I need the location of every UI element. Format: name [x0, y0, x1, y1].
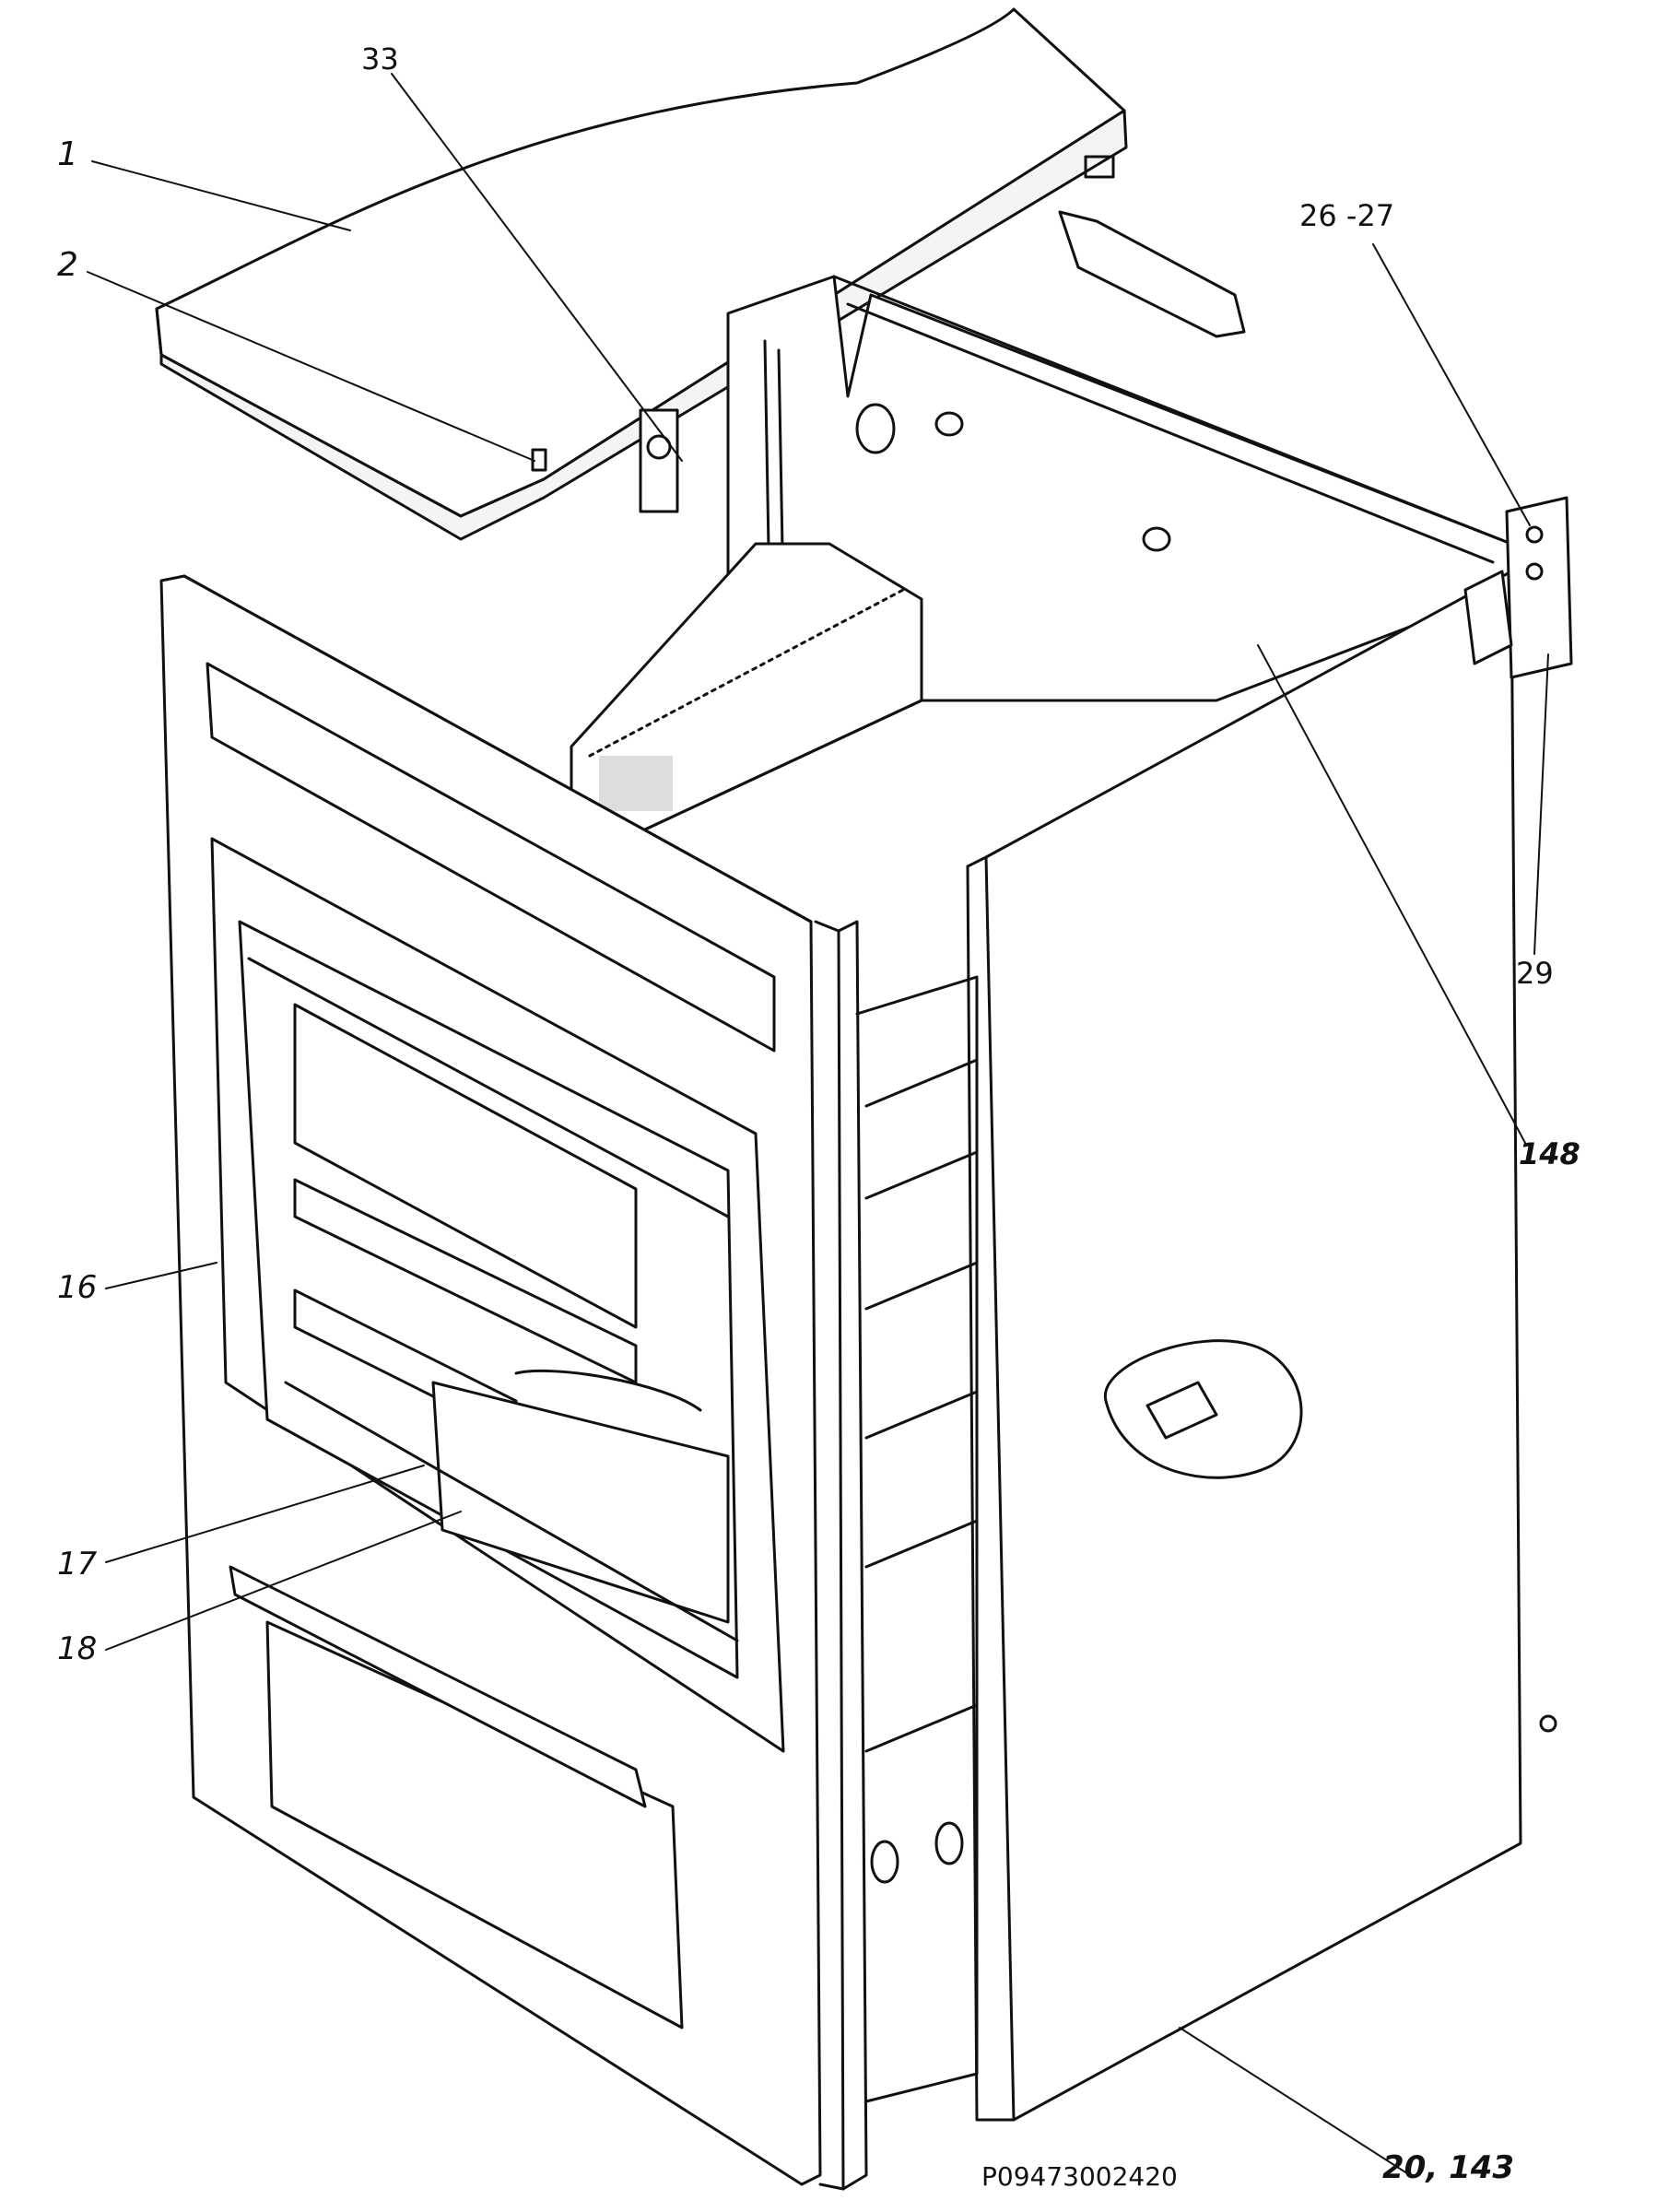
leader-33: [391, 73, 683, 462]
callout-148: 148: [1519, 1136, 1580, 1171]
leader-2: [87, 271, 535, 462]
callout-18: 18: [57, 1630, 98, 1667]
front-frame: [159, 574, 868, 2191]
callout-20-143: 20, 143: [1382, 2149, 1515, 2186]
callout-17: 17: [57, 1546, 98, 1583]
callout-26-27: 26 -27: [1299, 198, 1395, 233]
leader-1: [91, 160, 351, 231]
top-cover-plate: [155, 7, 1128, 541]
callout-1: 1: [57, 135, 78, 173]
leader-17: [105, 1465, 425, 1563]
leader-18: [105, 1511, 462, 1651]
leader-16: [105, 1262, 217, 1289]
leader-20-143: [1179, 2027, 1411, 2176]
side-panel: [966, 570, 1557, 2122]
callout-16: 16: [57, 1269, 98, 1306]
callout-2: 2: [57, 246, 78, 284]
hinge-assembly: [1463, 496, 1573, 679]
leader-29: [1533, 653, 1549, 955]
leader-26-27: [1372, 243, 1531, 526]
drawing-reference-code: P09473002420: [981, 2161, 1178, 2192]
rear-panel: [639, 210, 1513, 702]
leader-148: [1257, 644, 1526, 1144]
callout-33: 33: [361, 41, 399, 76]
leader-lines: [87, 73, 1549, 2176]
callout-29: 29: [1516, 956, 1554, 991]
insulation-block: [570, 542, 923, 831]
inner-rails: [855, 975, 979, 2103]
